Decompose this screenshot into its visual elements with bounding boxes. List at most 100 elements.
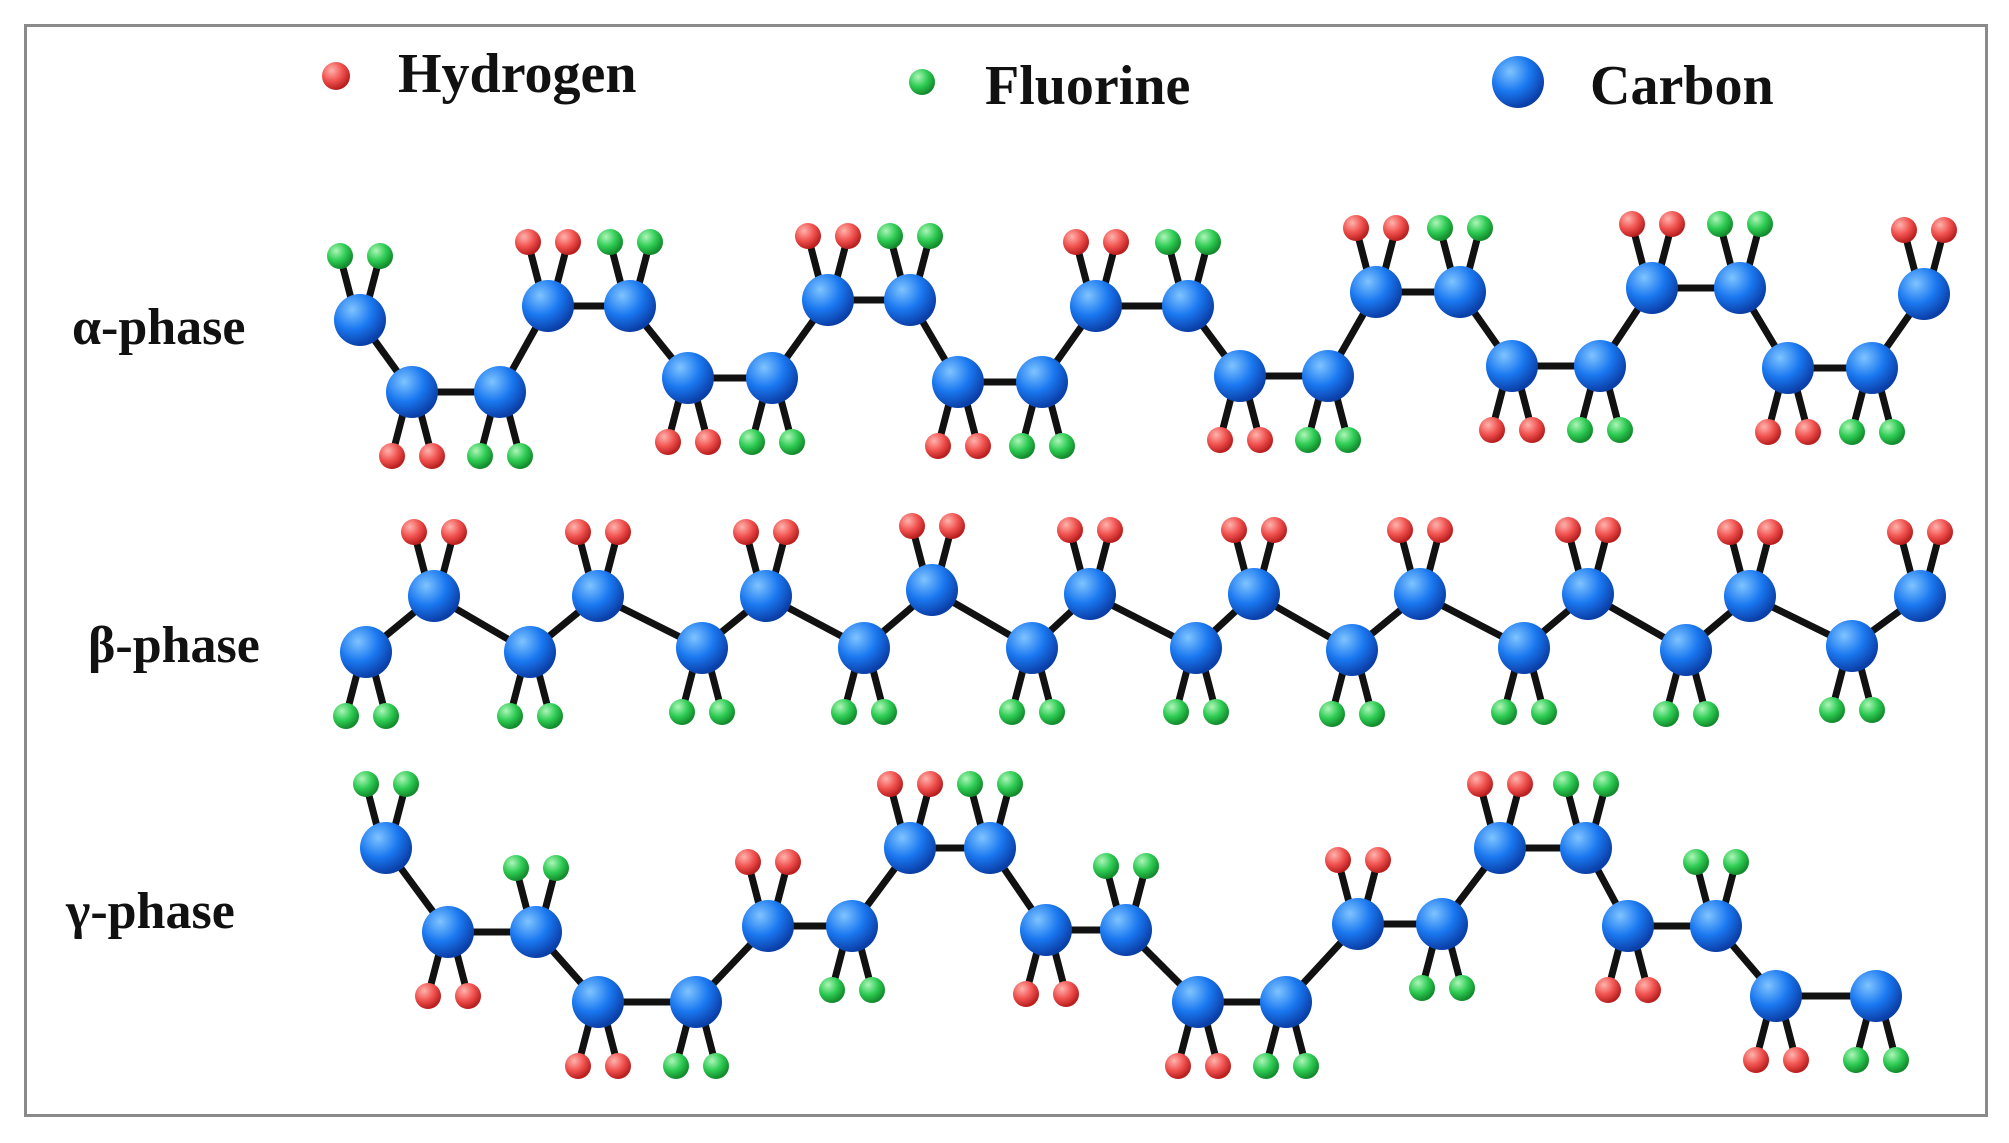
fluorine-atom — [497, 703, 523, 729]
beta-phase-chain — [333, 513, 1953, 729]
fluorine-atom — [1567, 417, 1593, 443]
carbon-atom — [340, 626, 392, 678]
fluorine-atom — [909, 69, 935, 95]
fluorine-atom — [663, 1053, 689, 1079]
fluorine-atom — [1593, 771, 1619, 797]
fluorine-atom — [859, 977, 885, 1003]
hydrogen-atom — [1555, 517, 1581, 543]
legend-hydrogen-label: Hydrogen — [398, 43, 637, 105]
carbon-atom — [1172, 976, 1224, 1028]
hydrogen-atom — [555, 229, 581, 255]
carbon-atom — [1070, 280, 1122, 332]
hydrogen-atom — [1383, 215, 1409, 241]
hydrogen-atom — [1757, 519, 1783, 545]
fluorine-atom — [353, 771, 379, 797]
fluorine-atom — [917, 223, 943, 249]
carbon-atom — [884, 274, 936, 326]
carbon-atom — [1100, 904, 1152, 956]
hydrogen-atom — [1097, 517, 1123, 543]
fluorine-atom — [1133, 853, 1159, 879]
hydrogen-atom — [1427, 517, 1453, 543]
fluorine-atom — [739, 429, 765, 455]
hydrogen-atom — [1165, 1053, 1191, 1079]
hydrogen-atom — [565, 519, 591, 545]
fluorine-atom — [831, 699, 857, 725]
fluorine-atom — [1203, 699, 1229, 725]
carbon-atom — [826, 900, 878, 952]
carbon-atom — [932, 356, 984, 408]
carbon-atom — [1394, 568, 1446, 620]
fluorine-atom — [1039, 699, 1065, 725]
hydrogen-atom — [939, 513, 965, 539]
fluorine-atom — [543, 855, 569, 881]
carbon-atom — [670, 976, 722, 1028]
hydrogen-atom — [1755, 419, 1781, 445]
fluorine-atom — [1163, 699, 1189, 725]
fluorine-atom — [1693, 701, 1719, 727]
carbon-atom — [1574, 340, 1626, 392]
carbon-atom — [1826, 620, 1878, 672]
alpha-phase-label: α-phase — [72, 299, 246, 356]
hydrogen-atom — [1205, 1053, 1231, 1079]
hydrogen-atom — [925, 433, 951, 459]
hydrogen-atom — [1619, 211, 1645, 237]
figure-frame — [24, 24, 1988, 1117]
fluorine-atom — [1335, 427, 1361, 453]
carbon-atom — [1486, 340, 1538, 392]
hydrogen-atom — [795, 223, 821, 249]
hydrogen-atom — [877, 771, 903, 797]
carbon-atom — [1260, 976, 1312, 1028]
fluorine-atom — [1293, 1053, 1319, 1079]
carbon-atom — [422, 906, 474, 958]
fluorine-atom — [1883, 1047, 1909, 1073]
carbon-atom — [1020, 904, 1072, 956]
carbon-atom — [964, 822, 1016, 874]
hydrogen-atom — [1507, 771, 1533, 797]
carbon-atom — [906, 564, 958, 616]
carbon-atom — [740, 570, 792, 622]
carbon-atom — [1416, 898, 1468, 950]
carbon-atom — [1326, 624, 1378, 676]
fluorine-atom — [1467, 215, 1493, 241]
carbon-atom — [604, 280, 656, 332]
hydrogen-atom — [695, 429, 721, 455]
fluorine-atom — [957, 771, 983, 797]
carbon-atom — [884, 822, 936, 874]
carbon-atom — [504, 626, 556, 678]
fluorine-atom — [1049, 433, 1075, 459]
carbon-atom — [676, 622, 728, 674]
hydrogen-atom — [1931, 217, 1957, 243]
carbon-atom — [662, 352, 714, 404]
hydrogen-atom — [1467, 771, 1493, 797]
fluorine-atom — [1449, 975, 1475, 1001]
hydrogen-atom — [379, 443, 405, 469]
carbon-atom — [572, 976, 624, 1028]
carbon-atom — [1064, 568, 1116, 620]
fluorine-atom — [1427, 215, 1453, 241]
fluorine-atom — [1295, 427, 1321, 453]
fluorine-atom — [1683, 849, 1709, 875]
carbon-atom — [1492, 56, 1544, 108]
fluorine-atom — [709, 699, 735, 725]
hydrogen-atom — [965, 433, 991, 459]
hydrogen-atom — [735, 849, 761, 875]
carbon-atom — [1006, 622, 1058, 674]
fluorine-atom — [997, 771, 1023, 797]
carbon-atom — [1560, 822, 1612, 874]
fluorine-atom — [1359, 701, 1385, 727]
fluorine-atom — [503, 855, 529, 881]
hydrogen-atom — [1927, 519, 1953, 545]
carbon-atom — [1724, 570, 1776, 622]
hydrogen-atom — [733, 519, 759, 545]
fluorine-atom — [1531, 699, 1557, 725]
hydrogen-atom — [322, 62, 350, 90]
hydrogen-atom — [1013, 981, 1039, 1007]
hydrogen-atom — [1247, 427, 1273, 453]
carbon-atom — [386, 366, 438, 418]
fluorine-atom — [367, 243, 393, 269]
fluorine-atom — [877, 223, 903, 249]
fluorine-atom — [1093, 853, 1119, 879]
hydrogen-atom — [455, 983, 481, 1009]
hydrogen-atom — [1595, 977, 1621, 1003]
fluorine-atom — [1747, 211, 1773, 237]
